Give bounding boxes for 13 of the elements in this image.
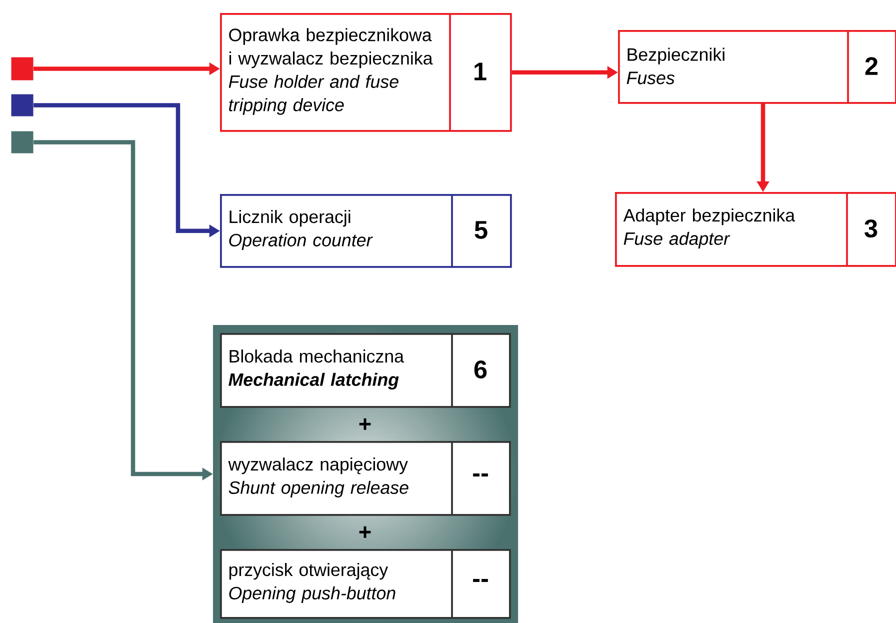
component-box: Licznik operacji Operation counter 5 <box>220 194 512 268</box>
component-box: Blokada mechaniczna Mechanical latching 6 <box>220 333 511 408</box>
component-box: przycisk otwierający Opening push-button -- <box>220 549 511 619</box>
terminal-square <box>11 57 34 80</box>
plus-sign: + <box>359 418 371 430</box>
terminal-square <box>11 94 34 116</box>
plus-sign: + <box>359 526 371 538</box>
component-box: Oprawka bezpiecznikowa i wyzwalacz bezpiecznika Fuse holder and fuse tripping device 1 <box>220 13 512 132</box>
terminal-square <box>11 131 34 154</box>
component-box: wyzwalacz napięciowy Shunt opening release -- <box>220 441 511 516</box>
component-box: Adapter bezpiecznika Fuse adapter 3 <box>615 192 896 267</box>
grouping-panel <box>213 325 518 623</box>
component-box: Bezpieczniki Fuses 2 <box>618 30 896 104</box>
